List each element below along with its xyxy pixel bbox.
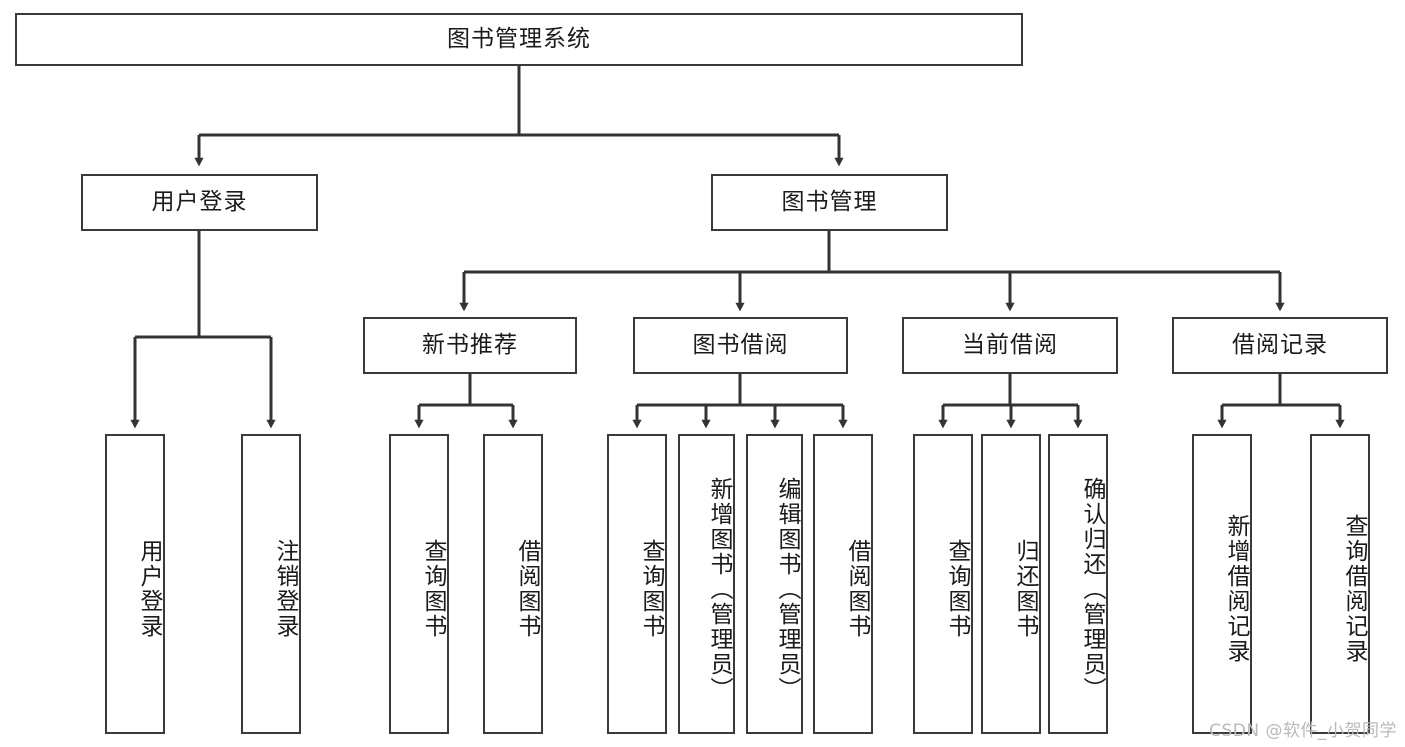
- node-label: 借阅图书: [844, 539, 870, 639]
- node-label: 用户登录: [136, 539, 162, 639]
- node-label: 当前借阅: [962, 331, 1058, 358]
- leaf-borrow-edit-book-admin[interactable]: 编辑图书（管理员）: [746, 434, 803, 734]
- leaf-record-query-borrow-record[interactable]: 查询借阅记录: [1310, 434, 1370, 734]
- node-label: 查询图书: [420, 539, 446, 639]
- node-label: 图书管理: [781, 188, 878, 215]
- leaf-user-login[interactable]: 用户登录: [105, 434, 165, 734]
- node-new-book-recommend[interactable]: 新书推荐: [363, 317, 577, 374]
- leaf-logout[interactable]: 注销登录: [241, 434, 301, 734]
- leaf-current-confirm-return-admin[interactable]: 确认归还（管理员）: [1048, 434, 1108, 734]
- node-book-borrow[interactable]: 图书借阅: [633, 317, 848, 374]
- node-borrow-record[interactable]: 借阅记录: [1172, 317, 1388, 374]
- node-label: 借阅记录: [1232, 331, 1328, 358]
- node-label: 借阅图书: [514, 539, 540, 639]
- watermark: CSDN @软件_小贺同学: [1209, 721, 1397, 741]
- leaf-record-add-borrow-record[interactable]: 新增借阅记录: [1192, 434, 1252, 734]
- node-label: 图书管理系统: [447, 25, 591, 52]
- leaf-recommend-query-book[interactable]: 查询图书: [389, 434, 449, 734]
- leaf-borrow-query-book[interactable]: 查询图书: [607, 434, 667, 734]
- node-current-borrow[interactable]: 当前借阅: [902, 317, 1118, 374]
- leaf-recommend-borrow-book[interactable]: 借阅图书: [483, 434, 543, 734]
- leaf-borrow-borrow-book[interactable]: 借阅图书: [813, 434, 873, 734]
- node-label: 图书借阅: [692, 331, 789, 358]
- leaf-current-query-book[interactable]: 查询图书: [913, 434, 973, 734]
- node-user-login[interactable]: 用户登录: [81, 174, 318, 231]
- node-label: 新增图书（管理员）: [706, 476, 732, 702]
- node-label: 注销登录: [272, 539, 298, 639]
- node-label: 归还图书: [1012, 539, 1038, 639]
- node-label: 查询借阅记录: [1341, 514, 1367, 664]
- node-book-management[interactable]: 图书管理: [711, 174, 948, 231]
- leaf-current-return-book[interactable]: 归还图书: [981, 434, 1041, 734]
- node-label: 查询图书: [638, 539, 664, 639]
- leaf-borrow-add-book-admin[interactable]: 新增图书（管理员）: [678, 434, 735, 734]
- node-label: 用户登录: [151, 188, 248, 215]
- node-label: 新增借阅记录: [1223, 514, 1249, 664]
- node-label: 新书推荐: [422, 331, 518, 358]
- node-label: 确认归还（管理员）: [1079, 476, 1105, 702]
- node-label: 查询图书: [944, 539, 970, 639]
- node-root-book-management-system[interactable]: 图书管理系统: [15, 13, 1023, 66]
- node-label: 编辑图书（管理员）: [774, 476, 800, 702]
